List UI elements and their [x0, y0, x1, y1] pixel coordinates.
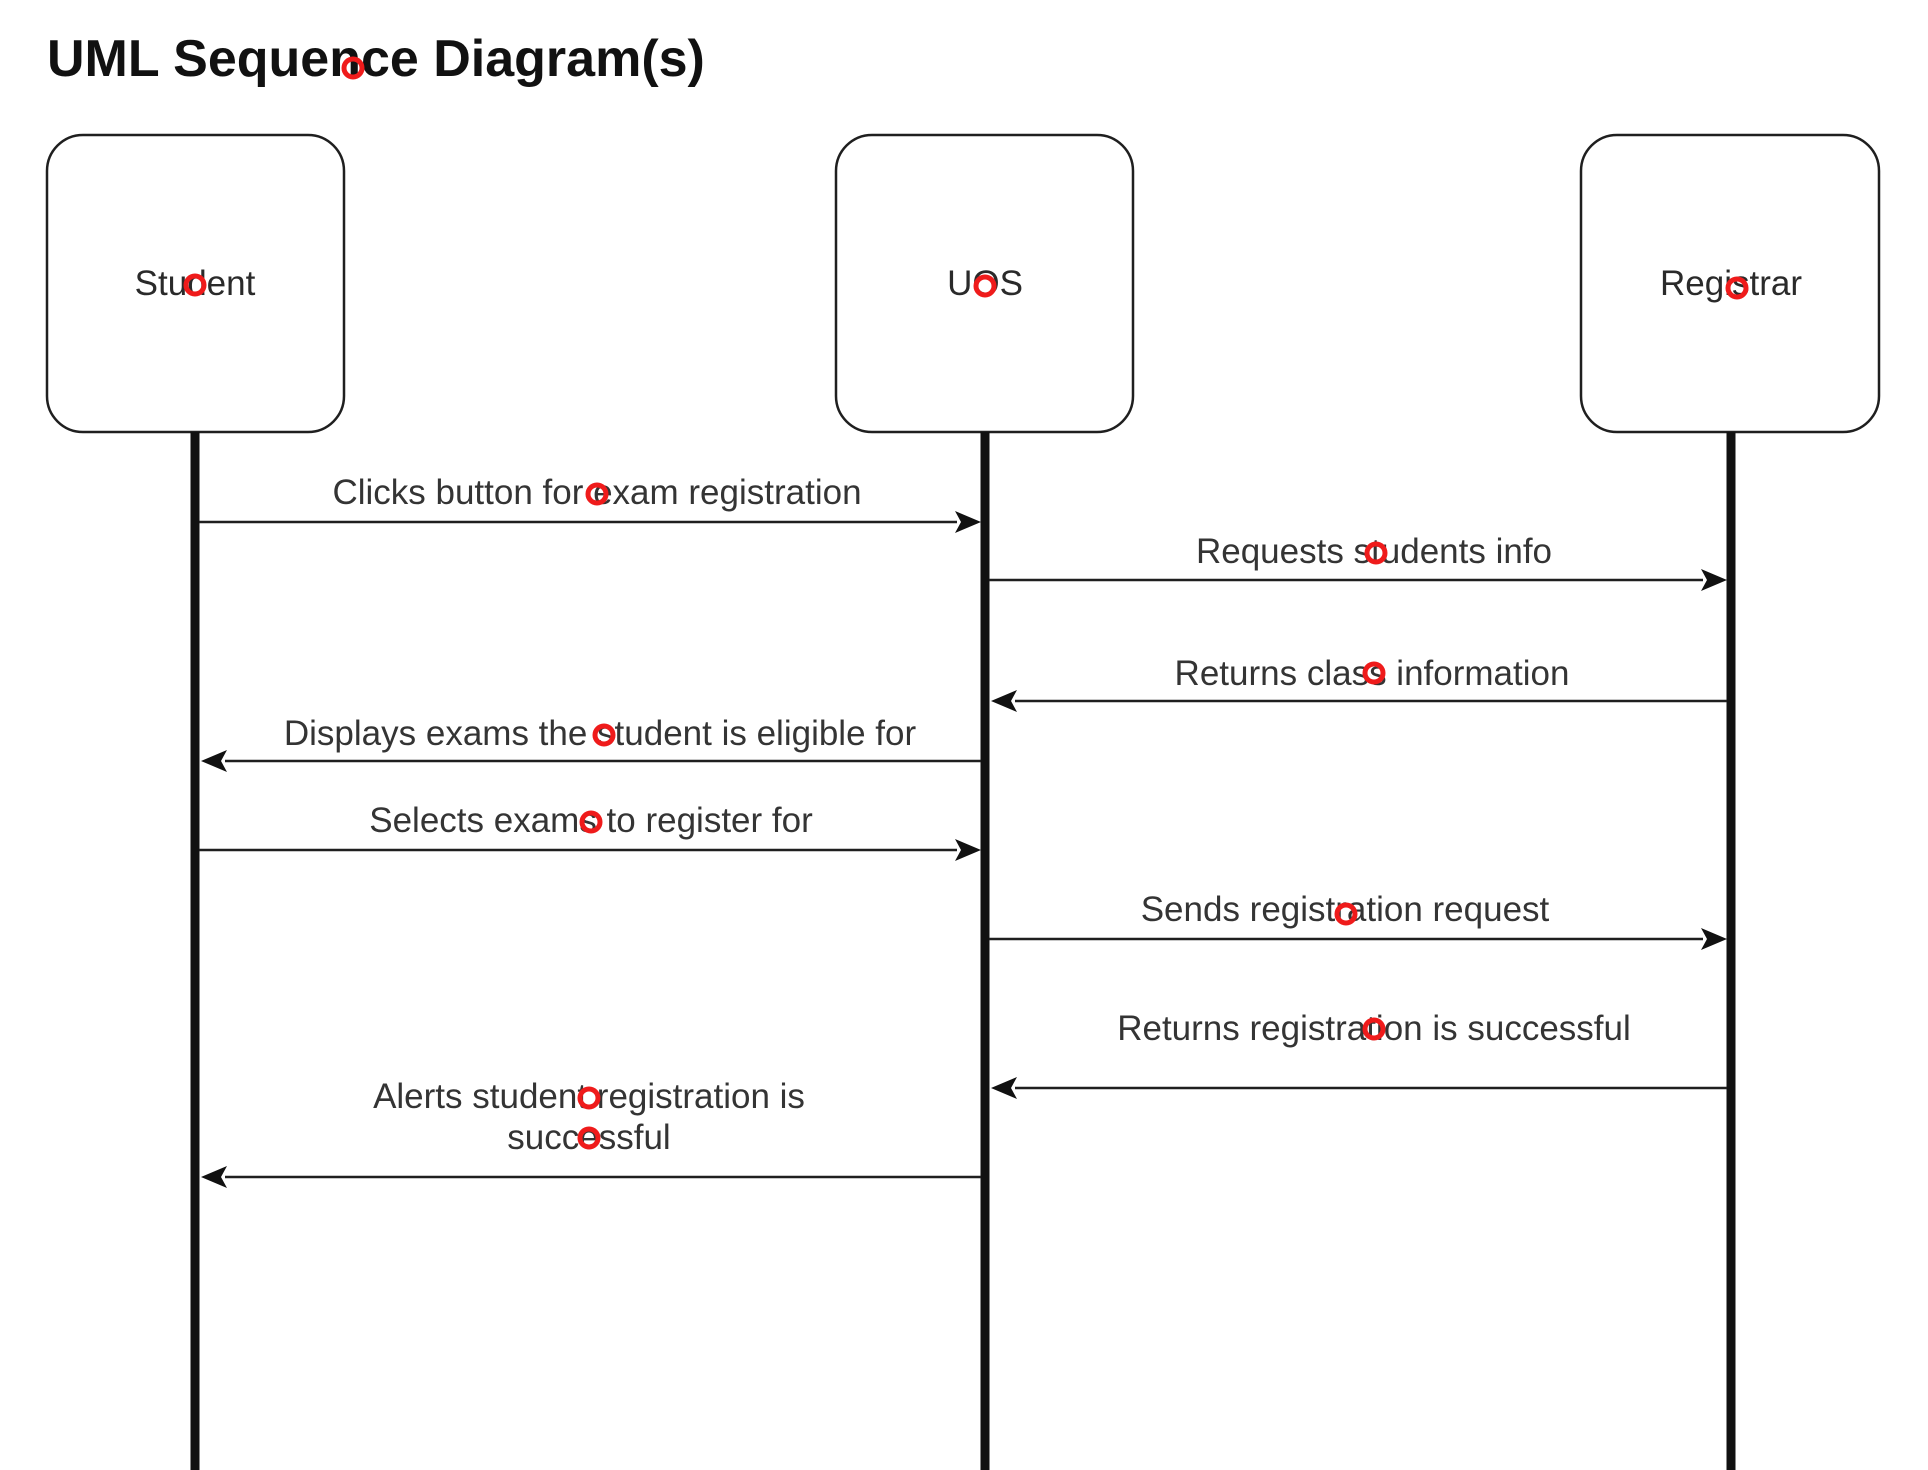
message-label-displays-eligible-exams: Displays exams the student is eligible f… [284, 714, 917, 753]
marker-dot [577, 1086, 601, 1110]
marker-dot [579, 810, 603, 834]
message-arrowhead-clicks-button [955, 511, 981, 533]
message-label-returns-class-information: Returns class information [1175, 654, 1570, 693]
message-arrowhead-alerts-student [201, 1166, 227, 1188]
message-label-alerts-student-line-1: Alerts student registration is [373, 1077, 805, 1116]
participant-label-student: Student [135, 264, 256, 303]
marker-dot [1725, 276, 1749, 300]
marker-dot [1334, 902, 1358, 926]
message-label-returns-registration-successful: Returns registration is successful [1117, 1009, 1631, 1048]
message-arrowhead-returns-class-information [991, 690, 1017, 712]
message-arrowhead-displays-eligible-exams [201, 750, 227, 772]
marker-dot [183, 273, 207, 297]
marker-dot [1364, 541, 1388, 565]
marker-dot [973, 274, 997, 298]
message-arrowhead-returns-registration-successful [991, 1077, 1017, 1099]
message-label-selects-exams: Selects exams to register for [369, 801, 813, 840]
message-label-alerts-student-line-2: successful [507, 1118, 670, 1157]
message-label-requests-students-info: Requests students info [1196, 532, 1552, 571]
diagram-title: UML Sequence Diagram(s) [47, 30, 705, 88]
message-arrowhead-sends-registration-request [1701, 928, 1727, 950]
message-label-clicks-button: Clicks button for exam registration [332, 473, 861, 512]
marker-dot [577, 1126, 601, 1150]
marker-dot [1362, 661, 1386, 685]
marker-dot [1362, 1017, 1386, 1041]
message-arrowhead-selects-exams [955, 839, 981, 861]
marker-dot [592, 723, 616, 747]
marker-dot [585, 482, 609, 506]
message-arrowhead-requests-students-info [1701, 569, 1727, 591]
marker-dot [341, 56, 365, 80]
